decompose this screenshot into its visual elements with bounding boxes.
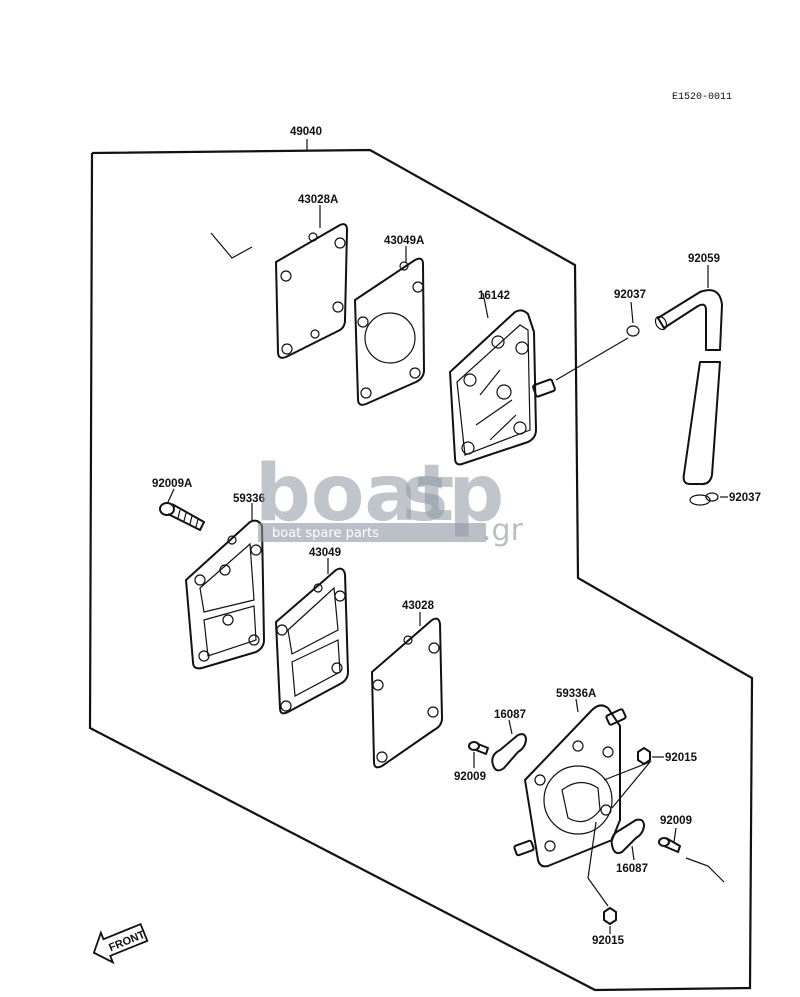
label-43028A: 43028A [298,194,338,206]
hose-clip-92037-bottom [689,492,728,506]
label-assembly-49040: 49040 [290,126,322,138]
label-16087-right: 16087 [616,863,648,875]
label-59336A: 59336A [556,688,596,700]
label-16087-left: 16087 [494,709,526,721]
watermark: boat sp boat spare parts .gr [255,449,524,548]
direction-marker-bottom [685,857,725,883]
label-92009-right: 92009 [660,815,692,827]
screw-92009-left [468,741,489,768]
label-92009A: 92009A [152,478,192,490]
hose-clip-92037-top [626,301,640,337]
pump-cover-16142 [449,292,556,466]
gasket-43028 [371,612,443,769]
leader-16142-to-92037 [555,337,629,381]
label-92059: 92059 [688,253,720,265]
diagram-code: E1520-0011 [672,92,732,103]
label-16142: 16142 [478,290,510,302]
bolt-92009A [159,488,205,531]
watermark-tld: .gr [482,513,524,548]
label-92037-bottom: 92037 [729,492,761,504]
label-43049A: 43049A [384,235,424,247]
direction-marker-top [210,232,253,259]
front-direction-marker: FRONT [92,922,149,965]
nut-92015-right [603,747,664,809]
nut-92015-bottom [587,821,617,934]
label-43049: 43049 [309,547,341,559]
label-92009-left: 92009 [454,771,486,783]
fuel-hose-92059 [654,265,723,486]
assembly-frame [88,139,754,992]
diaphragm-43049 [275,558,349,715]
diaphragm-43049A [354,246,425,406]
label-92015-bottom: 92015 [592,935,625,947]
label-59336: 59336 [233,493,265,505]
gasket-43028A [275,205,348,359]
pump-body-59336A [513,698,627,868]
label-43028: 43028 [402,600,435,612]
valve-16087-left [491,719,527,772]
valve-16087-right [610,818,645,861]
label-92037-top: 92037 [614,289,646,301]
pump-body-59336 [185,503,265,670]
screw-92009-right [658,827,681,853]
label-92015-right: 92015 [665,752,698,764]
watermark-tagline: boat spare parts [272,526,379,541]
